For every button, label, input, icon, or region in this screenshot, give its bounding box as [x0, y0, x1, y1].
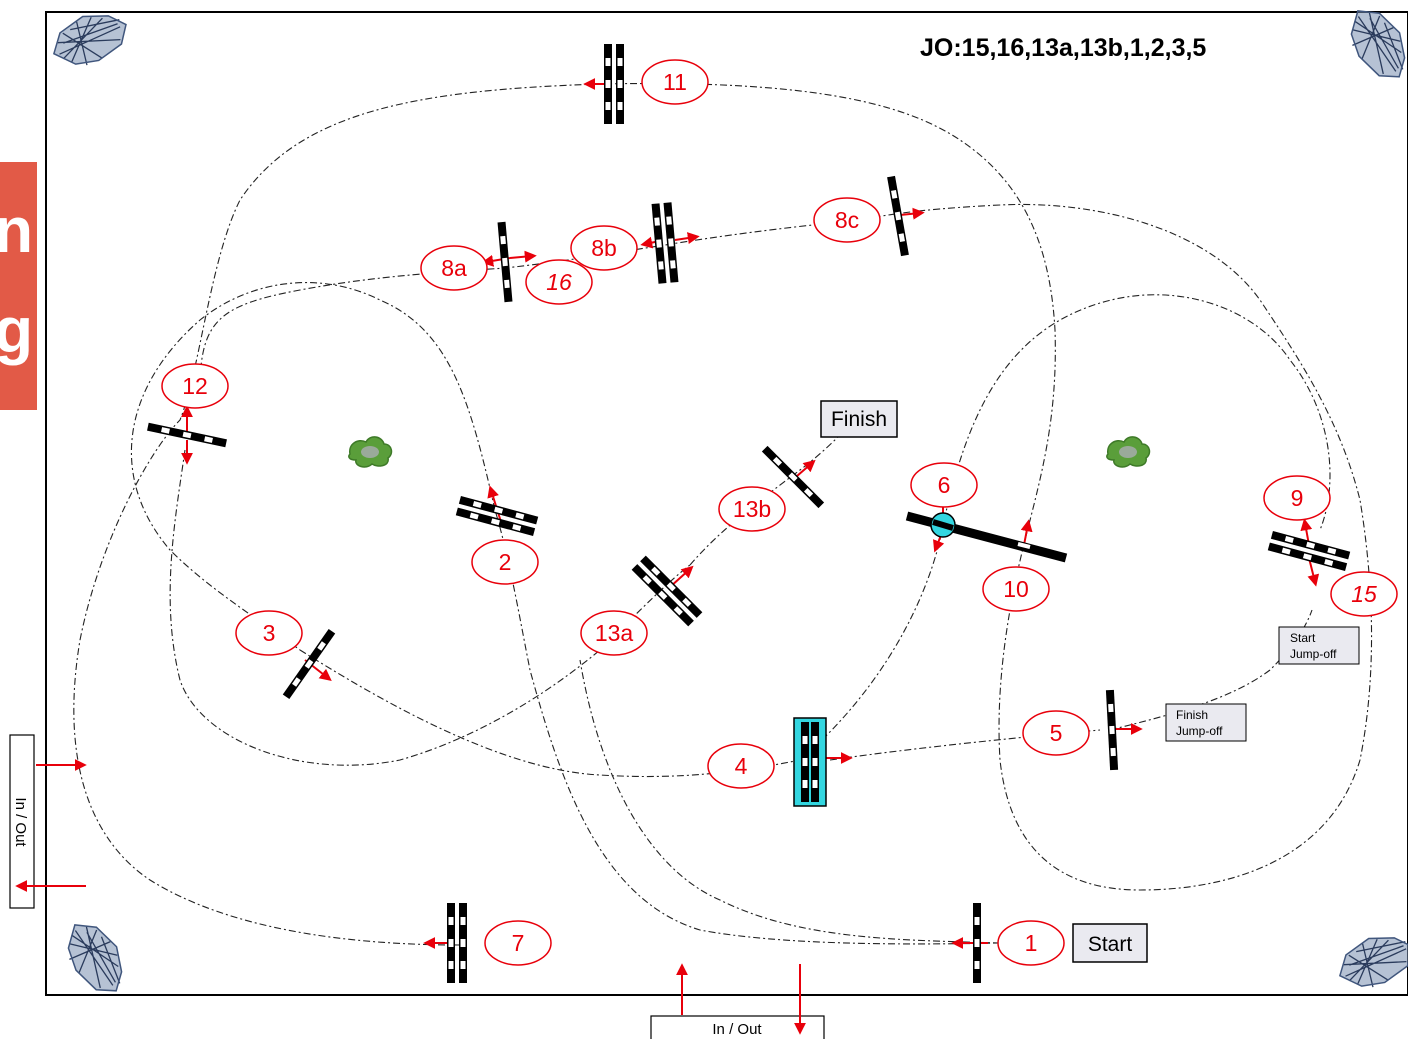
fence-number-4: 4 — [707, 743, 775, 789]
fence-number-13a: 13a — [580, 610, 648, 656]
gate-left: In / Out — [9, 734, 87, 909]
fence-1 — [973, 903, 981, 983]
fence-number-7: 7 — [484, 920, 552, 966]
fence-number-13b: 13b — [718, 486, 786, 532]
fence-number-label-10: 10 — [1003, 576, 1029, 602]
badge-letter-top: n — [0, 194, 33, 266]
fence-number-8b: 8b — [570, 225, 638, 271]
fence-9 — [1268, 531, 1350, 571]
fence-8a — [497, 221, 513, 303]
fence-number-label-4: 4 — [735, 753, 748, 779]
fence-number-5: 5 — [1022, 710, 1090, 756]
gate-bottom: In / Out — [650, 963, 825, 1039]
bush-icon — [348, 436, 393, 468]
corner-net-icon — [1333, 0, 1408, 87]
fence-number-label-2: 2 — [499, 549, 512, 575]
finish-marker: Finish — [820, 400, 898, 438]
fence-number-label-11: 11 — [663, 69, 687, 95]
start-label: Start — [1088, 933, 1133, 956]
badge-letter-bottom: g — [0, 294, 33, 366]
start-jump-off-line1: Start — [1290, 631, 1316, 645]
start-marker: Start — [1072, 923, 1148, 963]
fence-number-8a: 8a — [420, 245, 488, 291]
fence-4-water — [793, 717, 827, 807]
start-jump-off-marker: Start Jump-off — [1278, 626, 1360, 665]
fence-number-label-7: 7 — [512, 930, 525, 956]
finish-jump-off-line1: Finish — [1176, 708, 1208, 722]
fence-number-1: 1 — [997, 920, 1065, 966]
jump-off-number-label-16: 16 — [546, 269, 572, 295]
corner-net-icon — [50, 914, 141, 1001]
fence-number-label-6: 6 — [938, 472, 951, 498]
fence-number-10: 10 — [982, 566, 1050, 612]
fence-number-9: 9 — [1263, 475, 1331, 521]
fence-13a — [632, 556, 703, 627]
gate-bottom-label: In / Out — [712, 1021, 762, 1038]
start-jump-off-line2: Jump-off — [1290, 647, 1337, 661]
fence-6-10 — [905, 511, 1068, 563]
bush-icon — [1106, 436, 1151, 468]
finish-jump-off-line2: Jump-off — [1176, 724, 1223, 738]
fence-number-label-9: 9 — [1291, 485, 1304, 511]
fence-number-label-8a: 8a — [441, 255, 467, 281]
fence-number-label-5: 5 — [1050, 720, 1063, 746]
arena-border — [45, 11, 1408, 996]
fence-7 — [447, 903, 467, 983]
jump-off-order: JO:15,16,13a,13b,1,2,3,5 — [920, 34, 1206, 62]
finish-jump-off-marker: Finish Jump-off — [1165, 703, 1247, 742]
fence-number-label-12: 12 — [182, 373, 208, 399]
fence-number-label-8b: 8b — [591, 235, 617, 261]
fence-number-label-3: 3 — [263, 620, 276, 646]
jump-off-number-label-15: 15 — [1351, 581, 1377, 607]
fence-number-label-13b: 13b — [733, 496, 771, 522]
fence-number-2: 2 — [471, 539, 539, 585]
finish-label: Finish — [831, 408, 887, 431]
fence-number-3: 3 — [235, 610, 303, 656]
fence-number-11: 11 — [641, 59, 709, 105]
fence-number-6: 6 — [910, 462, 978, 508]
gate-left-label: In / Out — [12, 797, 29, 847]
fence-8c — [887, 175, 909, 257]
jump-off-number-15: 15 — [1330, 571, 1398, 617]
jump-off-number-16: 16 — [525, 259, 593, 305]
fence-number-label-8c: 8c — [835, 207, 859, 233]
fence-number-8c: 8c — [813, 197, 881, 243]
corner-net-icon — [1331, 918, 1408, 1005]
side-badge: n g — [0, 162, 37, 410]
fence-8b — [652, 202, 679, 283]
fence-number-12: 12 — [161, 363, 229, 409]
fence-number-label-13a: 13a — [595, 620, 634, 646]
fence-number-label-1: 1 — [1025, 930, 1038, 956]
fence-11 — [604, 44, 624, 124]
